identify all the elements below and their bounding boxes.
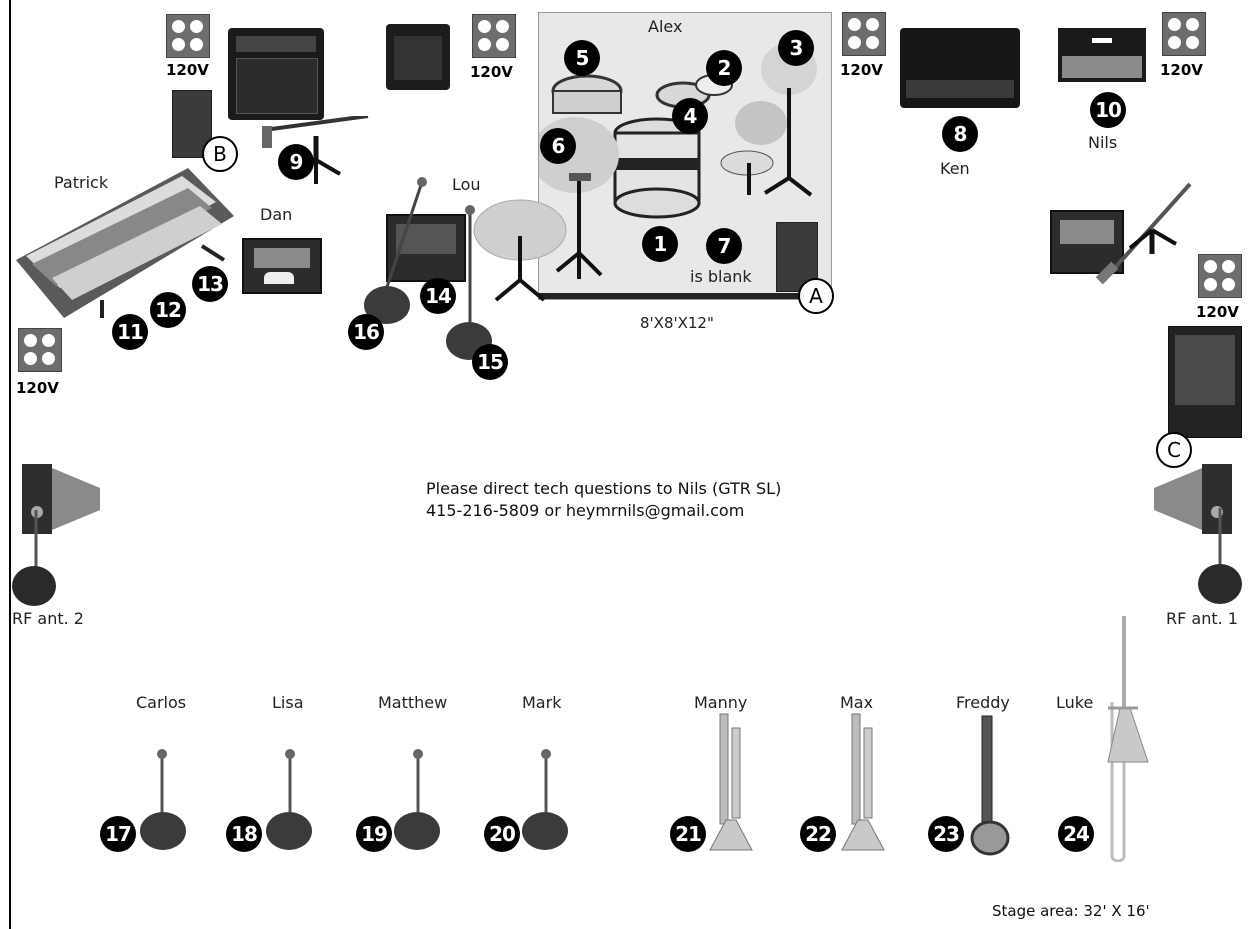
mic-stand-base-icon xyxy=(140,812,186,850)
contact-line-2: 415-216-5809 or heymrnils@gmail.com xyxy=(426,501,745,520)
contact-note: Please direct tech questions to Nils (GT… xyxy=(426,478,781,522)
guitar-amp-icon xyxy=(1058,28,1146,82)
outlet-voltage: 120V xyxy=(470,63,513,81)
outlet-voltage: 120V xyxy=(166,61,209,79)
pedalboard-icon xyxy=(242,238,322,294)
vocal-mic-icon xyxy=(157,749,167,818)
power-outlet-icon xyxy=(166,14,210,58)
outlet-voltage: 120V xyxy=(1160,61,1203,79)
musician-name-manny: Manny xyxy=(694,693,748,712)
input-number-badge: 23 xyxy=(928,816,964,852)
mic-stand-base-icon xyxy=(266,812,312,850)
input-number-badge: 18 xyxy=(226,816,262,852)
stage-box-marker: C xyxy=(1156,432,1192,468)
trumpet-icon xyxy=(709,713,753,851)
stage-box-marker: B xyxy=(202,136,238,172)
input-number-badge: 3 xyxy=(778,30,814,66)
input-number-badge: 22 xyxy=(800,816,836,852)
input-number-badge: 20 xyxy=(484,816,520,852)
saxophone-icon xyxy=(970,715,1010,856)
input-number-badge: 17 xyxy=(100,816,136,852)
input-number-badge: 9 xyxy=(278,144,314,180)
musician-name-mark: Mark xyxy=(522,693,562,712)
power-outlet-icon xyxy=(1198,254,1242,298)
musician-name-carlos: Carlos xyxy=(136,693,187,712)
blank-note: is blank xyxy=(690,267,752,286)
input-number-badge: 8 xyxy=(942,116,978,152)
keyboard-amp-icon xyxy=(900,28,1020,108)
rf-antenna-icon xyxy=(1198,508,1242,604)
musician-name-luke: Luke xyxy=(1056,693,1094,712)
bass-amp-icon xyxy=(386,24,450,90)
contact-line-1: Please direct tech questions to Nils (GT… xyxy=(426,479,782,498)
input-number-badge: 21 xyxy=(670,816,706,852)
power-outlet-icon xyxy=(18,328,62,372)
input-number-badge: 4 xyxy=(672,98,708,134)
input-number-badge: 6 xyxy=(540,128,576,164)
input-number-badge: 10 xyxy=(1090,92,1126,128)
guitar-amp-icon xyxy=(228,28,324,120)
musician-name-lisa: Lisa xyxy=(272,693,304,712)
input-number-badge: 7 xyxy=(706,228,742,264)
musician-name-patrick: Patrick xyxy=(54,173,109,192)
power-outlet-icon xyxy=(842,12,886,56)
input-number-badge: 19 xyxy=(356,816,392,852)
vocal-mic-icon xyxy=(382,177,427,297)
musician-name-nils: Nils xyxy=(1088,133,1118,152)
vocal-mic-icon xyxy=(413,749,423,818)
musician-name-matthew: Matthew xyxy=(378,693,448,712)
mic-stand-base-icon xyxy=(394,812,440,850)
musician-name-dan: Dan xyxy=(260,205,293,224)
cymbal-icon xyxy=(473,199,567,302)
trumpet-icon xyxy=(841,713,885,851)
stage-edge-line xyxy=(9,0,11,929)
monitor-wedge-icon xyxy=(1154,464,1232,534)
mic-stand-base-icon xyxy=(522,812,568,850)
musician-name-alex: Alex xyxy=(648,17,683,36)
input-number-badge: 14 xyxy=(420,278,456,314)
input-number-badge: 13 xyxy=(192,266,228,302)
riser-size-label: 8'X8'X12" xyxy=(640,314,714,332)
musician-name-freddy: Freddy xyxy=(956,693,1010,712)
outlet-voltage: 120V xyxy=(840,61,883,79)
vocal-mic-icon xyxy=(465,205,475,336)
keyboard-rig-icon xyxy=(16,168,234,318)
input-number-badge: 24 xyxy=(1058,816,1094,852)
input-number-badge: 16 xyxy=(348,314,384,350)
musician-name-ken: Ken xyxy=(940,159,970,178)
stage-box-marker: A xyxy=(798,278,834,314)
musician-name-max: Max xyxy=(840,693,874,712)
rf-antenna-label-right: RF ant. 1 xyxy=(1166,609,1238,628)
rf-antenna-label-left: RF ant. 2 xyxy=(12,609,84,628)
outlet-voltage: 120V xyxy=(1196,303,1239,321)
input-number-badge: 11 xyxy=(112,314,148,350)
stage-area-label: Stage area: 32' X 16' xyxy=(992,902,1150,920)
input-number-badge: 15 xyxy=(472,344,508,380)
musician-name-lou: Lou xyxy=(452,175,481,194)
power-outlet-icon xyxy=(472,14,516,58)
vocal-mic-icon xyxy=(285,749,295,818)
rf-antenna-icon xyxy=(12,510,56,606)
input-number-badge: 2 xyxy=(706,50,742,86)
mic-stand-icon xyxy=(1095,182,1192,285)
input-number-badge: 1 xyxy=(642,226,678,262)
mic-stand-icon xyxy=(262,116,369,184)
trombone-icon xyxy=(1107,616,1149,862)
input-number-badge: 5 xyxy=(564,40,600,76)
input-number-badge: 12 xyxy=(150,292,186,328)
vocal-mic-icon xyxy=(541,749,551,818)
outlet-voltage: 120V xyxy=(16,379,59,397)
power-outlet-icon xyxy=(1162,12,1206,56)
stage-box-icon xyxy=(1168,326,1242,438)
